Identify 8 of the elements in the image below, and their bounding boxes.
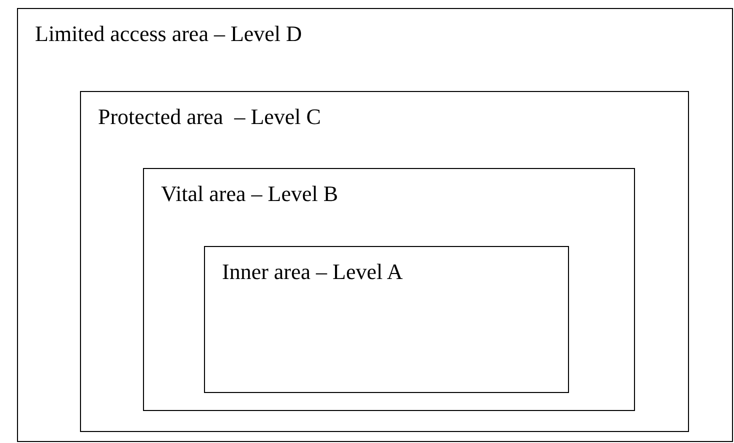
zone-box — [80, 91, 689, 432]
zone-box — [17, 8, 733, 442]
zone-label: Vital area – Level B — [161, 181, 338, 208]
zone-label: Limited access area – Level D — [35, 21, 302, 48]
zone-label: Protected area – Level C — [98, 104, 321, 130]
zone-box — [204, 246, 569, 393]
zone-box — [143, 168, 635, 411]
zone-label: Inner area – Level A — [222, 259, 403, 286]
